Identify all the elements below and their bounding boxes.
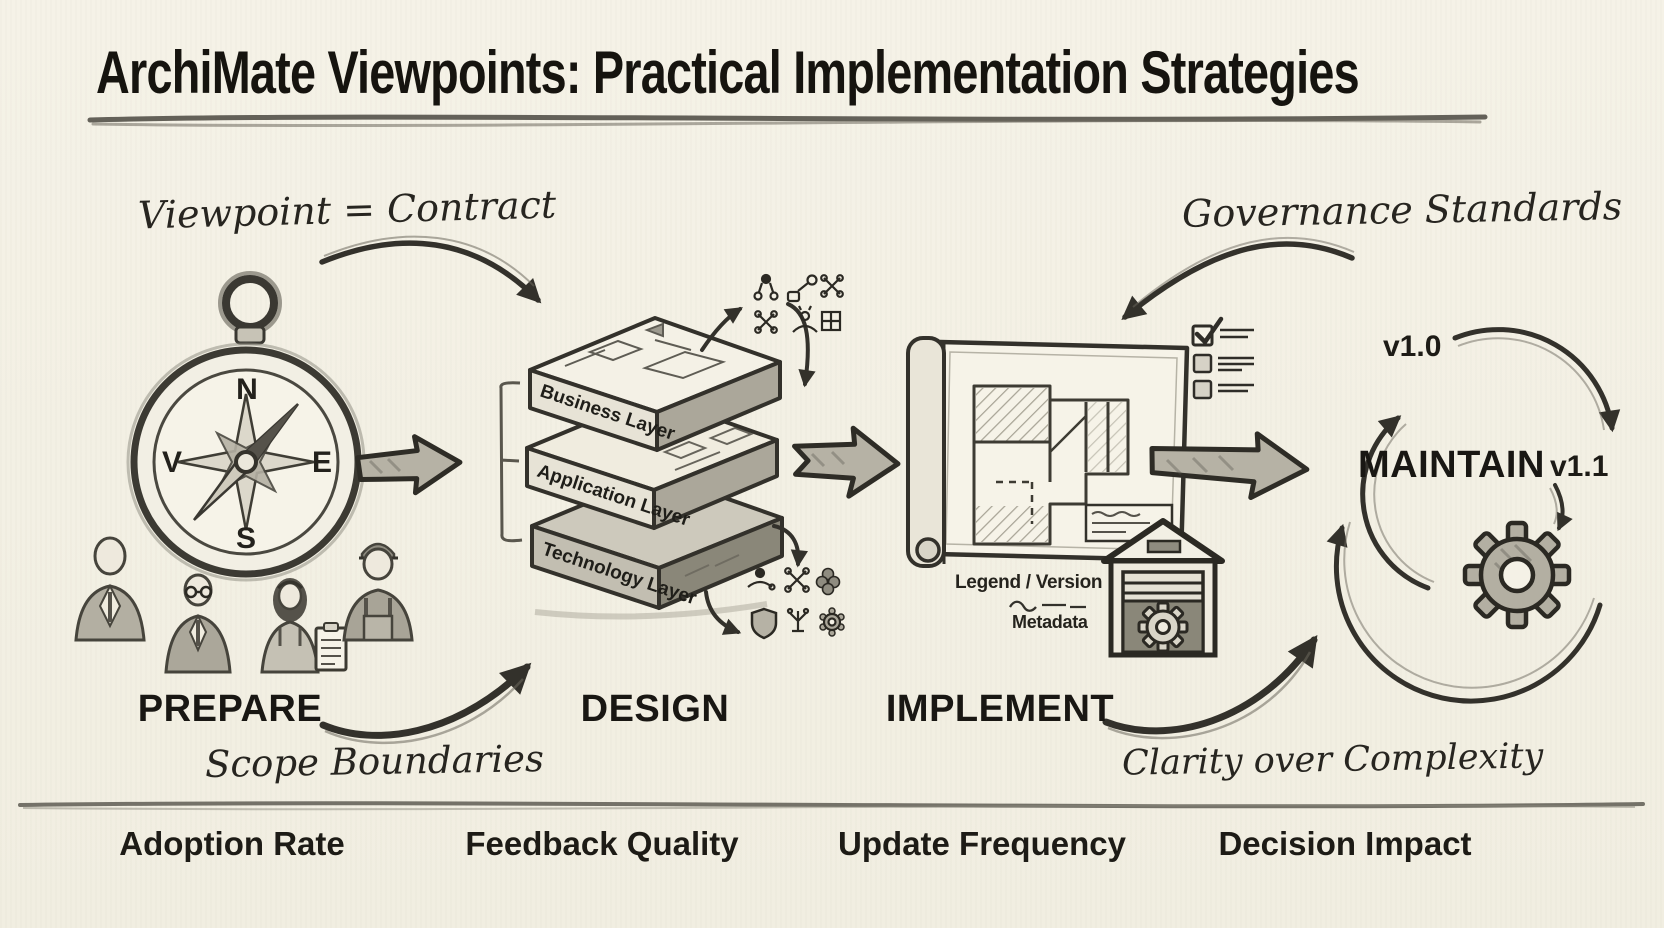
arrow-to-security-icons bbox=[704, 590, 742, 635]
element-type-icons bbox=[753, 273, 844, 334]
user-icon bbox=[747, 567, 776, 591]
metric-update-frequency: Update Frequency bbox=[838, 825, 1126, 862]
metric-feedback-quality: Feedback Quality bbox=[465, 825, 739, 862]
arrow-version-to-gear bbox=[1553, 483, 1573, 532]
page-title: ArchiMate Viewpoints: Practical Implemen… bbox=[96, 39, 1360, 106]
repository-gear-icon bbox=[1137, 601, 1189, 653]
stage-design-label: DESIGN bbox=[580, 688, 730, 730]
swoosh-prepare-design bbox=[319, 662, 532, 745]
compass-east-label: E bbox=[312, 446, 332, 479]
junction-icon bbox=[820, 274, 844, 298]
compass-west-label: V bbox=[162, 446, 182, 479]
layer-stack: Technology Layer Application Layer bbox=[525, 316, 784, 620]
clipboard-icon bbox=[314, 622, 348, 672]
layers-bracket bbox=[499, 381, 523, 543]
relation-icon bbox=[786, 274, 818, 303]
person-clipboard-icon bbox=[260, 578, 348, 674]
arrow-implement-to-maintain bbox=[1149, 431, 1310, 501]
rosette-gear-icon bbox=[819, 607, 845, 637]
shield-icon bbox=[750, 607, 778, 640]
stage-prepare-label: PREPARE bbox=[137, 688, 323, 730]
title-underline bbox=[87, 114, 1488, 128]
stakeholders-group-icon bbox=[74, 536, 414, 674]
legend-squiggle bbox=[1009, 600, 1086, 612]
metric-adoption-rate: Adoption Rate bbox=[119, 825, 345, 862]
checklist-icon bbox=[1191, 316, 1254, 400]
arrow-icons-to-layer bbox=[786, 302, 816, 388]
swoosh-implement-maintain bbox=[1102, 634, 1318, 740]
arrow-to-element-icons bbox=[700, 307, 743, 352]
metadata-label: Metadata bbox=[1012, 612, 1088, 632]
person-glasses-icon bbox=[164, 573, 232, 674]
version-1-0-label: v1.0 bbox=[1383, 330, 1442, 363]
blueprint-scroll bbox=[906, 336, 1190, 568]
person-suit-icon bbox=[74, 536, 146, 642]
connector-icon bbox=[754, 310, 778, 334]
arrow-prepare-to-design bbox=[355, 434, 463, 496]
clover-icon bbox=[815, 567, 841, 596]
network-cross-icon bbox=[784, 567, 810, 593]
arrow-layer-to-tech-icons bbox=[772, 524, 808, 568]
legend-version-label: Legend / Version bbox=[955, 572, 1103, 593]
technology-icons bbox=[747, 567, 845, 640]
grid-window-icon bbox=[820, 310, 842, 332]
maintain-gear-icon bbox=[1462, 520, 1572, 630]
metric-decision-impact: Decision Impact bbox=[1218, 825, 1472, 862]
node-link-icon bbox=[753, 273, 779, 301]
version-1-1-label: v1.1 bbox=[1550, 450, 1609, 483]
governance-standards-arrow bbox=[1121, 236, 1355, 321]
actor-icon bbox=[792, 305, 818, 333]
stage-implement-label: IMPLEMENT bbox=[885, 688, 1115, 730]
compass-icon: N E S V bbox=[126, 271, 366, 582]
branch-icon bbox=[786, 607, 810, 633]
compass-north-label: N bbox=[236, 373, 258, 406]
viewpoint-contract-arrow bbox=[319, 235, 542, 304]
arrow-design-to-implement bbox=[792, 425, 901, 499]
person-worker-icon bbox=[342, 542, 414, 642]
maintain-cycle-arrows bbox=[1326, 327, 1621, 704]
bottom-separator-line bbox=[18, 801, 1645, 811]
repository-house-icon bbox=[1101, 518, 1225, 658]
stage-maintain-label: MAINTAIN bbox=[1358, 444, 1545, 486]
compass-south-label: S bbox=[236, 522, 256, 555]
